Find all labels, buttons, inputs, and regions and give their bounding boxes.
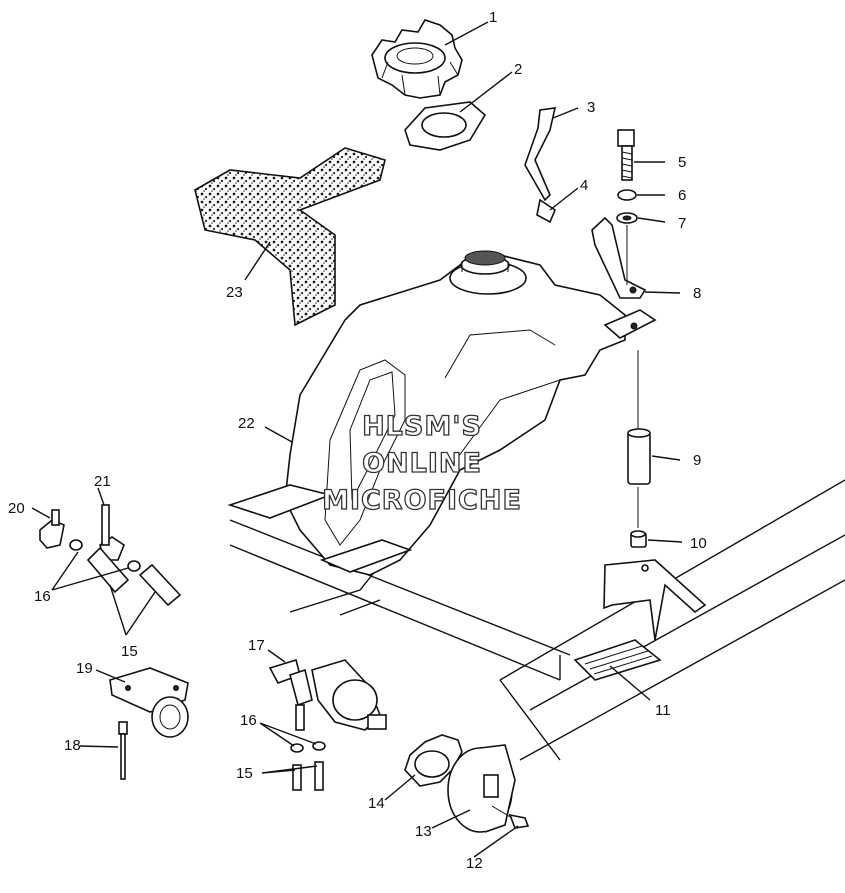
callout-7: 7 <box>678 215 686 232</box>
fuel-tank <box>284 250 626 576</box>
spacer-and-grommet <box>627 350 651 548</box>
frame-rails <box>229 479 845 761</box>
callout-13: 13 <box>415 823 432 840</box>
callout-16-filter: 16 <box>240 712 257 729</box>
rivet-18 <box>118 721 128 780</box>
callout-17: 17 <box>248 637 265 654</box>
callout-2: 2 <box>514 61 522 78</box>
callout-15-filter: 15 <box>236 765 253 782</box>
callout-8: 8 <box>693 285 701 302</box>
callout-11: 11 <box>655 702 671 719</box>
cap-gasket <box>404 101 487 151</box>
petcock-assembly <box>39 504 182 607</box>
tank-pads <box>227 484 413 573</box>
callout-22: 22 <box>238 415 255 432</box>
callout-12: 12 <box>466 855 483 872</box>
callout-20: 20 <box>8 500 25 517</box>
fuel-filter <box>268 658 387 791</box>
watermark: HLSM'S ONLINE MICROFICHE <box>321 410 522 516</box>
vent-hose <box>524 107 557 224</box>
frame-cap-14 <box>404 734 463 787</box>
callout-3: 3 <box>587 99 595 116</box>
callout-16-left: 16 <box>34 588 51 605</box>
callout-21: 21 <box>94 473 111 490</box>
callout-1: 1 <box>489 9 497 26</box>
foam-pad <box>194 147 386 327</box>
watermark-line-3: MICROFICHE <box>322 485 522 516</box>
frame-cap-13 <box>447 744 516 833</box>
callout-labels: 1 2 3 4 5 6 7 8 9 10 11 12 13 14 15 15 1… <box>8 9 707 872</box>
mount-hardware <box>591 129 657 339</box>
watermark-line-1: HLSM'S <box>362 411 482 442</box>
callout-14: 14 <box>368 795 385 812</box>
callout-18: 18 <box>64 737 81 754</box>
callout-4: 4 <box>580 177 588 194</box>
screw-12 <box>491 805 530 829</box>
callout-10: 10 <box>690 535 707 552</box>
callout-15-left: 15 <box>121 643 138 660</box>
callout-19: 19 <box>76 660 93 677</box>
filter-bracket <box>109 667 189 738</box>
callout-6: 6 <box>678 187 686 204</box>
callout-9: 9 <box>693 452 701 469</box>
watermark-line-2: ONLINE <box>362 448 482 479</box>
leader-lines <box>31 21 683 858</box>
callout-5: 5 <box>678 154 686 171</box>
callout-23: 23 <box>226 284 243 301</box>
fuel-cap <box>371 19 463 99</box>
